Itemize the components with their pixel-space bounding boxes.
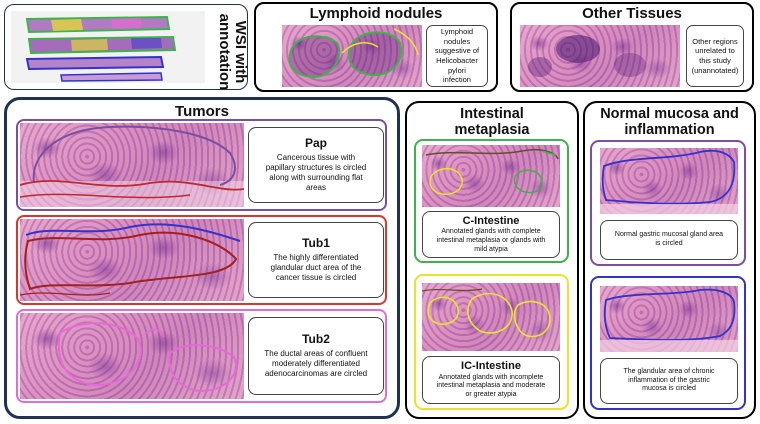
c-intestine-description-box: C-Intestine Annotated glands with comple… — [422, 211, 560, 258]
wsi-thumbnail — [11, 11, 205, 83]
pap-description-box: Pap Cancerous tissue with papillary stru… — [248, 127, 384, 203]
tub1-desc-line: The highly differentiated — [273, 253, 359, 263]
tub1-tissue-image — [20, 219, 244, 301]
wsi-title-line1: WSI with — [232, 20, 248, 84]
other-tissues-description-box: Other regions unrelated to this study (u… — [686, 25, 744, 87]
other-tissues-title: Other Tissues — [582, 5, 682, 22]
c-intestine-label: C-Intestine — [462, 214, 520, 227]
pap-desc-line: papillary structures is circled — [265, 163, 367, 173]
lymphoid-panel: Lymphoid nodules Lymphoid nodules sugges… — [254, 2, 498, 92]
tub2-label: Tub2 — [302, 331, 330, 346]
other-tissues-panel: Other Tissues Other regions unrelated to… — [510, 2, 754, 92]
c-intestine-desc-line: Annotated glands with complete — [441, 228, 541, 236]
intestinal-metaplasia-panel: Intestinal metaplasia C-Intestine Annota… — [405, 101, 579, 419]
inflammation-description-box: The glandular area of chronic inflammati… — [600, 358, 738, 404]
pap-desc-line: areas — [305, 183, 326, 193]
other-desc-line: Other regions — [692, 36, 738, 46]
tub1-panel: Tub1 The highly differentiated glandular… — [16, 215, 387, 305]
tub2-desc-line: adenocarcinomas are circled — [264, 369, 368, 379]
normal-mucosa-panel: Normal mucosa and inflammation Normal ga… — [583, 101, 756, 419]
pap-panel: Pap Cancerous tissue with papillary stru… — [16, 119, 387, 211]
wsi-title: WSI with annotation — [214, 5, 248, 90]
ic-intestine-desc-line: or greater atypia — [465, 391, 517, 399]
other-desc-line: (unannotated) — [691, 65, 739, 75]
ic-intestine-desc-line: Annotated glands with incomplete — [438, 373, 544, 381]
ic-intestine-label: IC-Intestine — [461, 360, 521, 373]
tub1-desc-line: cancer tissue is circled — [275, 273, 357, 283]
normal-title-line2: inflammation — [624, 122, 715, 139]
pap-desc-line: Cancerous tissue with — [276, 153, 356, 163]
wsi-panel: WSI with annotation — [4, 4, 248, 90]
tub2-desc-line: The ductal areas of confluent — [264, 349, 368, 359]
tub2-desc-line: moderately differentiated — [272, 359, 360, 369]
lymphoid-desc-line: suggestive of — [434, 46, 480, 56]
ic-intestine-description-box: IC-Intestine Annotated glands with incom… — [422, 356, 560, 404]
other-desc-line: this study — [699, 56, 731, 65]
lymphoid-description-box: Lymphoid nodules suggestive of Helicobac… — [426, 25, 488, 87]
tumors-title: Tumors — [175, 103, 229, 120]
tub2-description-box: Tub2 The ductal areas of confluent moder… — [248, 317, 384, 395]
inflammation-panel: The glandular area of chronic inflammati… — [590, 276, 746, 410]
other-tissues-image — [520, 25, 680, 87]
c-intestine-desc-line: mild atypia — [474, 245, 508, 253]
normal-desc-line: is circled — [655, 240, 683, 247]
tub1-description-box: Tub1 The highly differentiated glandular… — [248, 222, 384, 298]
lymphoid-desc-line: Helicobacter — [436, 56, 478, 65]
c-intestine-tissue-image — [422, 145, 560, 207]
pap-tissue-image — [20, 123, 244, 207]
lymphoid-desc-line: infection — [443, 75, 471, 85]
wsi-title-line2: annotation — [215, 13, 233, 90]
intestinal-title: Intestinal metaplasia — [407, 106, 577, 138]
c-intestine-panel: C-Intestine Annotated glands with comple… — [414, 139, 569, 263]
lymphoid-desc-line: Lymphoid — [440, 27, 474, 37]
lymphoid-tissue-image — [282, 25, 422, 87]
normal-title: Normal mucosa and inflammation — [585, 106, 754, 138]
inflammation-tissue-image — [600, 286, 738, 352]
tumors-panel: Tumors Pap Cancerous tissue with papilla… — [4, 97, 400, 419]
ic-intestine-desc-line: intestinal metaplasia and moderate — [436, 382, 546, 390]
ic-intestine-panel: IC-Intestine Annotated glands with incom… — [414, 274, 569, 410]
ic-intestine-tissue-image — [422, 283, 560, 351]
lymphoid-desc-line: pylori — [448, 65, 466, 75]
c-intestine-desc-line: intestinal metaplasia or glands with — [436, 236, 546, 244]
inflammation-desc-line: The glandular area of chronic — [623, 367, 715, 375]
normal-title-line1: Normal mucosa and — [600, 106, 739, 122]
lymphoid-title: Lymphoid nodules — [309, 5, 443, 22]
other-desc-line: unrelated to — [695, 46, 735, 56]
tub1-desc-line: glandular duct area of the — [270, 263, 362, 273]
pap-label: Pap — [304, 135, 327, 150]
inflammation-desc-line: inflammation of the gastric — [628, 376, 710, 384]
normal-description-box: Normal gastric mucosal gland area is cir… — [600, 220, 738, 260]
tub2-panel: Tub2 The ductal areas of confluent moder… — [16, 309, 387, 403]
intestinal-title-line2: metaplasia — [454, 122, 530, 139]
wsi-thumbnail-image — [11, 11, 205, 83]
tub2-tissue-image — [20, 313, 244, 399]
normal-tissue-image — [600, 148, 738, 214]
intestinal-title-line1: Intestinal — [460, 106, 524, 122]
normal-gland-panel: Normal gastric mucosal gland area is cir… — [590, 140, 746, 266]
pap-desc-line: along with surrounding flat — [269, 173, 363, 183]
lymphoid-desc-line: nodules — [443, 36, 471, 46]
inflammation-desc-line: mucosa is circled — [642, 385, 696, 393]
normal-desc-line: Normal gastric mucosal gland area — [614, 231, 724, 239]
tub1-label: Tub1 — [302, 235, 330, 250]
